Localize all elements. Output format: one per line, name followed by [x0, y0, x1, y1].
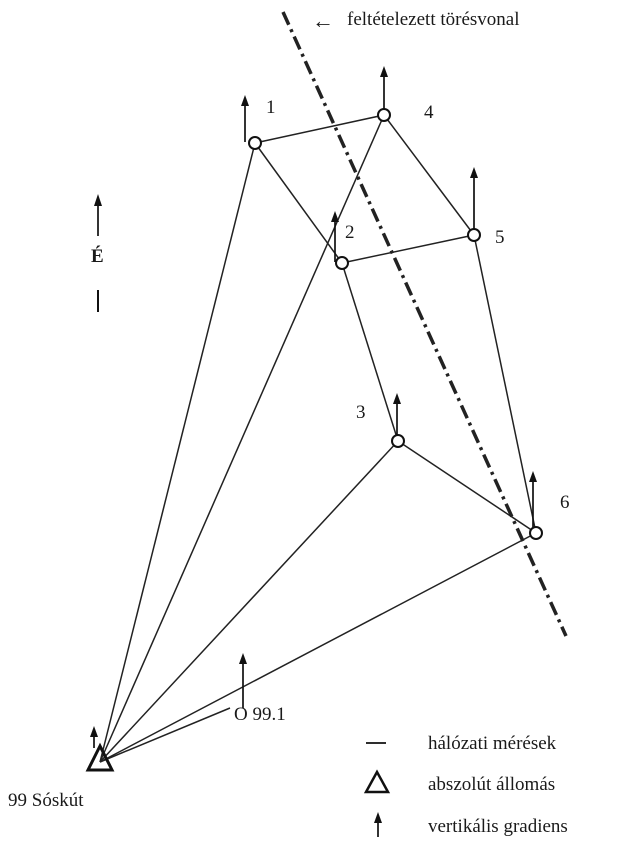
station-5: 5 — [467, 167, 505, 248]
station-label-99-1: O 99.1 — [234, 704, 286, 725]
station-label-4: 4 — [424, 102, 434, 123]
legend-label-network: hálózati mérések — [428, 733, 557, 754]
fault-annotation-arrow: ← — [312, 8, 334, 33]
north-indicator: É — [91, 194, 104, 312]
station-marker-6 — [529, 526, 543, 540]
station-label-5: 5 — [495, 227, 505, 248]
station-marker-3 — [391, 434, 405, 448]
legend-item-gradient: vertikális gradiens — [374, 812, 568, 837]
station-6: 6 — [529, 471, 570, 540]
station-3: 3 — [356, 393, 405, 448]
station-marker-2 — [335, 256, 349, 270]
north-label: É — [91, 245, 104, 267]
station-2: 2 — [331, 211, 355, 270]
absolute-station-triangle — [85, 742, 115, 772]
station-label-6: 6 — [560, 492, 570, 513]
edge-3-6 — [397, 440, 537, 534]
station-marker-1 — [248, 136, 262, 150]
legend-arrow-icon — [374, 812, 382, 823]
gradient-arrowhead-3 — [393, 393, 401, 404]
gradient-arrowhead-99 — [90, 726, 98, 737]
station-1: 1 — [241, 95, 276, 150]
station-label-3: 3 — [356, 402, 366, 423]
station-label-1: 1 — [266, 97, 276, 118]
gradient-arrowhead-4 — [380, 66, 388, 77]
station-99-1: O 99.1 — [234, 653, 286, 725]
edge-2-5 — [341, 234, 475, 264]
legend-triangle-icon — [363, 769, 391, 794]
gradient-arrowhead-5 — [470, 167, 478, 178]
edge-5-6 — [473, 234, 537, 534]
station-99-soskut: 99 Sóskút — [8, 726, 115, 811]
legend: hálózati mérések abszolút állomás vertik… — [363, 733, 568, 837]
gradient-arrowhead-1 — [241, 95, 249, 106]
network-edges — [99, 114, 537, 763]
gradient-arrowhead-2 — [331, 211, 339, 222]
fault-line — [281, 11, 568, 637]
gradient-arrowhead-99-1 — [239, 653, 247, 664]
edge-2-3 — [341, 262, 399, 442]
gradient-arrowhead-6 — [529, 471, 537, 482]
station-marker-4 — [377, 108, 391, 122]
station-marker-5 — [467, 228, 481, 242]
legend-item-network: hálózati mérések — [366, 733, 557, 754]
edge-1-99 — [99, 142, 256, 763]
legend-label-absolute: abszolút állomás — [428, 774, 555, 795]
edge-4-99 — [99, 114, 385, 763]
edge-4-5 — [383, 114, 475, 236]
edge-1-2 — [254, 142, 343, 264]
edge-1-4 — [254, 114, 385, 144]
legend-label-gradient: vertikális gradiens — [428, 816, 568, 837]
north-arrow-icon — [94, 194, 102, 206]
edge-991-99 — [99, 707, 231, 763]
fault-annotation-label: feltételezett törésvonal — [347, 9, 520, 30]
station-label-2: 2 — [345, 222, 355, 243]
edge-3-99 — [99, 440, 399, 763]
legend-item-absolute: abszolút állomás — [363, 769, 555, 795]
station-4: 4 — [377, 66, 434, 123]
station-label-99: 99 Sóskút — [8, 790, 84, 811]
edge-6-99 — [99, 532, 537, 763]
